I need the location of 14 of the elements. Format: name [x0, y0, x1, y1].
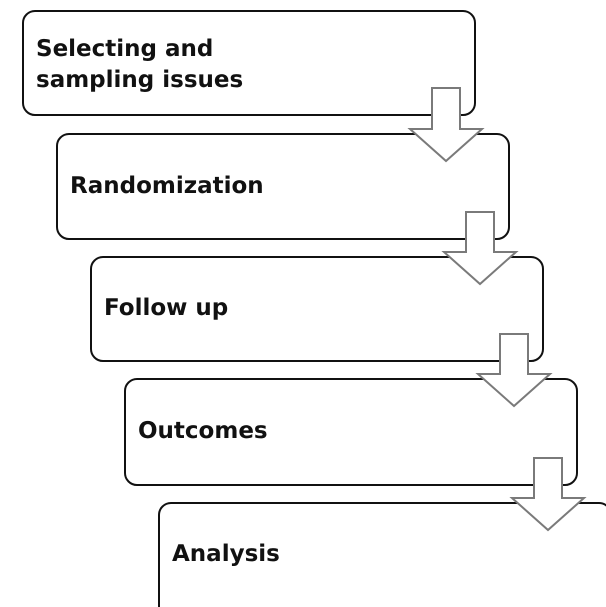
process-box	[22, 10, 476, 116]
box-label: Analysis	[172, 540, 280, 570]
block-arrow	[441, 211, 519, 286]
block-arrow	[509, 457, 587, 532]
box-label: Follow up	[104, 294, 228, 324]
process-box	[56, 133, 510, 240]
process-box	[158, 502, 606, 607]
box-label: Selecting and sampling issues	[36, 35, 244, 96]
box-label: Randomization	[70, 172, 264, 201]
block-arrow	[407, 87, 485, 162]
process-box	[90, 256, 544, 362]
box-label: Outcomes	[138, 417, 268, 446]
block-arrow	[475, 333, 553, 408]
process-box	[124, 378, 578, 486]
